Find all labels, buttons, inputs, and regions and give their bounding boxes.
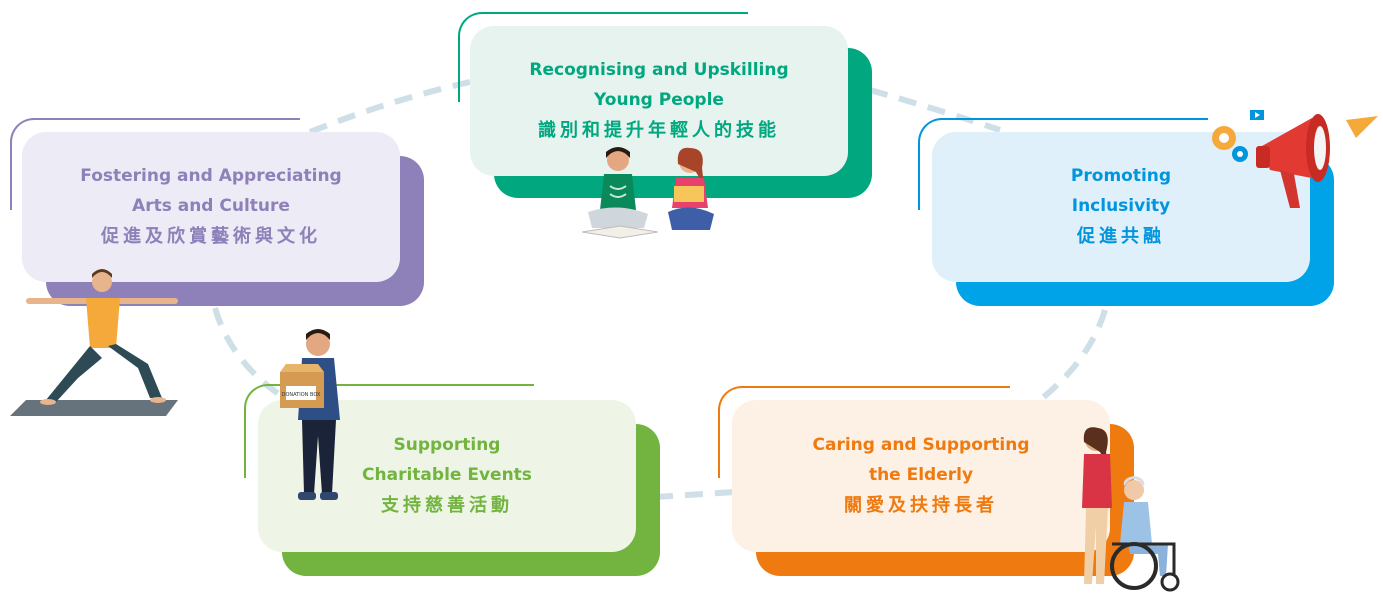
donation-volunteer-illustration: DONATION BOX [280,329,340,500]
card-youth-title-zh: 識別和提升年輕人的技能 [538,120,780,141]
card-arts-bracket [10,118,300,210]
connector-dash-top-right [869,87,1001,133]
connector-dash-right [1038,309,1108,403]
connector-dash-left [212,307,282,398]
card-elderly-body: Caring and Supporting the Elderly 關愛及扶持長… [732,400,1110,552]
card-elderly-bracket [718,386,1010,478]
card-youth-title-line1: Recognising and Upskilling [529,60,789,80]
card-charity-title-line1: Supporting [393,435,501,455]
card-elderly-title-line1: Caring and Supporting [812,435,1030,455]
card-inclusivity-title-line2: Inclusivity [1071,196,1171,216]
card-elderly-title-zh: 關愛及扶持長者 [844,495,998,516]
card-inclusivity-title-line1: Promoting [1070,166,1172,186]
card-charity-title-line2: Charitable Events [362,465,532,485]
card-charity-title-zh: 支持慈善活動 [381,495,513,516]
card-inclusivity-title-zh: 促進共融 [1077,226,1165,247]
kids-reading-illustration [581,147,714,239]
card-arts-title-line1: Fostering and Appreciating [80,166,342,186]
card-charity-bracket [244,384,534,478]
connector-dash-top-left [308,79,471,135]
yoga-person-illustration [10,269,178,416]
caregiver-wheelchair-illustration [1082,427,1180,592]
donation-box-label: DONATION BOX [282,392,321,398]
card-inclusivity-bracket [918,118,1208,210]
card-elderly-title-line2: the Elderly [868,465,974,485]
card-arts-title-zh: 促進及欣賞藝術與文化 [101,226,321,247]
card-arts-title-line2: Arts and Culture [132,196,290,216]
card-youth-title-line2: Young People [594,90,724,110]
card-youth-body: Recognising and Upskilling Young People … [470,26,848,176]
card-youth-bracket [458,12,748,102]
connector-dash-bottom [654,489,736,500]
card-arts-body: Fostering and Appreciating Arts and Cult… [22,132,400,282]
megaphone-icon [1212,110,1378,208]
